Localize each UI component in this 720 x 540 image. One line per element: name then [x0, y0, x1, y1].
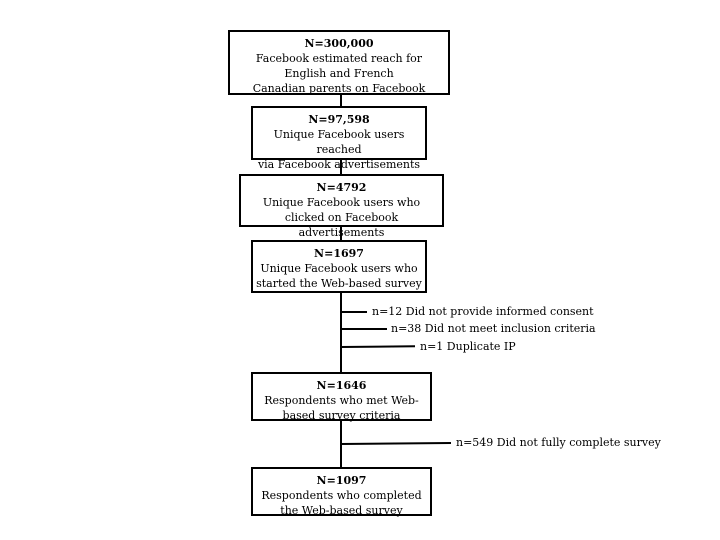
description-line: Unique Facebook users who: [262, 196, 421, 209]
count-label: N=300,000: [304, 37, 374, 50]
flow-box-survey-started: N=1697 Unique Facebook users who started…: [251, 240, 427, 293]
count-label: N=1697: [314, 247, 364, 260]
description-line: via Facebook advertisements: [257, 158, 421, 171]
connector-3-4: [340, 227, 342, 240]
exclusion-incomplete-survey: n=549 Did not fully complete survey: [456, 436, 661, 449]
branch-line-inclusion-criteria: [341, 328, 387, 330]
connector-1-2: [340, 95, 342, 106]
description-line: English and French: [284, 67, 394, 80]
description-line: Unique Facebook users who: [260, 262, 418, 275]
count-label: N=97,598: [308, 113, 370, 126]
flow-box-users-reached: N=97,598 Unique Facebook users reached v…: [251, 106, 427, 171]
flow-box-completed-survey: N=1097 Respondents who completed the Web…: [251, 467, 432, 517]
count-label: N=1097: [316, 474, 367, 487]
count-label: N=1646: [316, 379, 367, 392]
connector-4-5: [340, 293, 342, 372]
description-line: Facebook estimated reach for: [255, 52, 423, 65]
branch-line-duplicate-ip: [340, 345, 416, 348]
connector-2-3: [340, 160, 342, 174]
description-line: Respondents who met Web-: [264, 394, 419, 407]
description-line: Canadian parents on Facebook: [252, 82, 426, 95]
description-line: started the Web-based survey: [256, 277, 422, 290]
exclusion-inclusion-criteria: n=38 Did not meet inclusion criteria: [391, 322, 596, 335]
description-line: based survey criteria: [282, 409, 401, 422]
description-line: the Web-based survey: [280, 504, 403, 517]
branch-line-informed-consent: [341, 311, 367, 313]
description-line: clicked on Facebook advertisements: [284, 211, 399, 239]
exclusion-duplicate-ip: n=1 Duplicate IP: [420, 340, 516, 353]
exclusion-informed-consent: n=12 Did not provide informed consent: [372, 305, 594, 318]
flow-box-met-criteria: N=1646 Respondents who met Web- based su…: [251, 372, 432, 422]
count-label: N=4792: [316, 181, 367, 194]
flow-box-facebook-reach: N=300,000 Facebook estimated reach for E…: [228, 30, 450, 95]
description-line: Respondents who completed: [261, 489, 422, 502]
branch-line-incomplete-survey: [340, 442, 452, 445]
description-line: Unique Facebook users reached: [273, 128, 405, 156]
flow-box-users-clicked: N=4792 Unique Facebook users who clicked…: [239, 174, 444, 239]
